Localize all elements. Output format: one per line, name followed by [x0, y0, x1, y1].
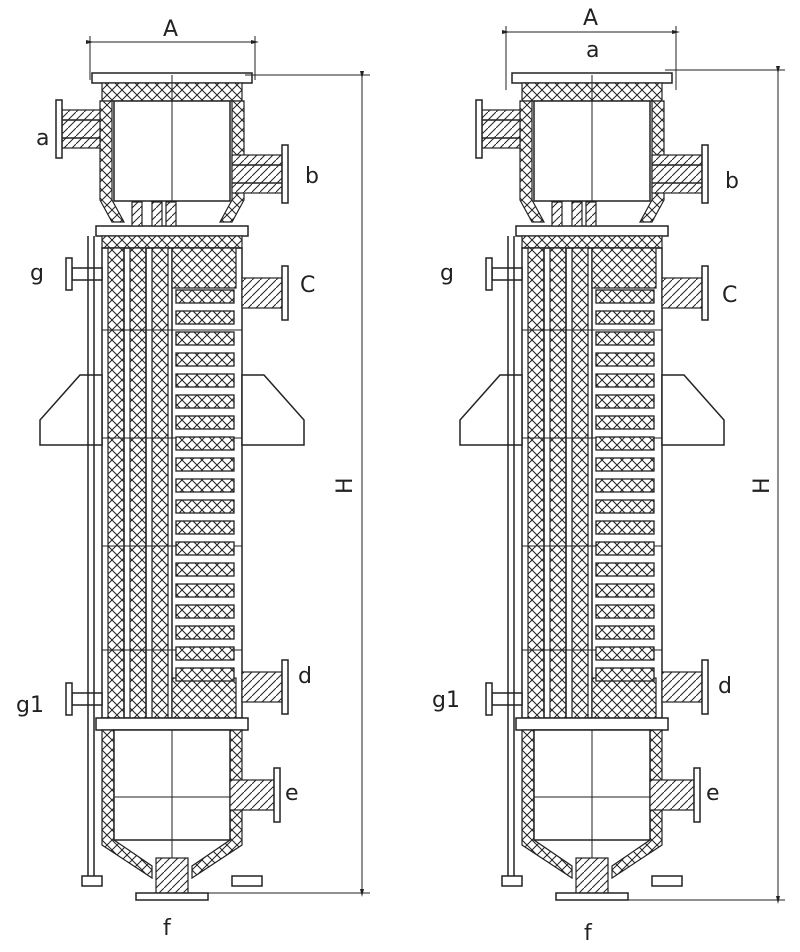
plate: [175, 310, 235, 325]
plate: [595, 373, 655, 388]
plate: [595, 352, 655, 367]
plate: [175, 331, 235, 346]
label-dim-height: H: [333, 477, 358, 494]
label-dim-width: A: [163, 17, 178, 42]
plate: [175, 562, 235, 577]
plate: [595, 604, 655, 619]
dimension-lines-left: [86, 36, 370, 897]
exchanger-right: [459, 72, 725, 901]
plate: [175, 604, 235, 619]
label-port-g: g: [440, 261, 454, 286]
plate: [595, 436, 655, 451]
plate: [595, 625, 655, 640]
plate-stack-right: [595, 289, 655, 682]
label-port-e: e: [706, 781, 720, 806]
plate: [175, 457, 235, 472]
plate: [595, 478, 655, 493]
plate: [175, 625, 235, 640]
label-port-c: C: [300, 273, 315, 298]
plate: [175, 436, 235, 451]
plate: [175, 646, 235, 661]
plate: [175, 499, 235, 514]
plate: [175, 478, 235, 493]
exchanger-left: [39, 72, 305, 901]
plate: [175, 289, 235, 304]
label-inlet-a: a: [36, 126, 49, 151]
plate: [595, 394, 655, 409]
plate: [595, 457, 655, 472]
plate: [595, 499, 655, 514]
plate: [595, 415, 655, 430]
label-outlet-b: b: [305, 164, 319, 189]
plate: [175, 667, 235, 682]
plate: [595, 310, 655, 325]
labels-right: A a b g C H d g1 e f: [432, 6, 775, 946]
plate: [175, 520, 235, 535]
plate: [595, 667, 655, 682]
plate-stack-left: [175, 289, 235, 682]
labels-left: A a b g C H d g1 e f: [16, 17, 358, 941]
plate: [595, 646, 655, 661]
label-port-c: C: [722, 283, 737, 308]
label-port-e: e: [285, 781, 299, 806]
label-dim-width: A: [583, 6, 598, 31]
plate: [595, 289, 655, 304]
plate: [175, 415, 235, 430]
plate: [595, 583, 655, 598]
plate: [175, 394, 235, 409]
plate: [595, 562, 655, 577]
plate: [175, 541, 235, 556]
label-inlet-a: a: [586, 38, 599, 63]
label-port-g1: g1: [432, 688, 460, 713]
plate: [175, 583, 235, 598]
label-outlet-b: b: [725, 169, 739, 194]
label-port-d: d: [718, 674, 732, 699]
label-port-g1: g1: [16, 693, 44, 718]
label-port-g: g: [30, 261, 44, 286]
label-port-d: d: [298, 664, 312, 689]
label-port-f: f: [584, 921, 593, 946]
plate: [595, 331, 655, 346]
plate: [175, 352, 235, 367]
dimension-lines-right: [502, 26, 785, 904]
label-dim-height: H: [750, 477, 775, 494]
plate: [595, 541, 655, 556]
label-port-f: f: [163, 916, 172, 941]
plate: [595, 520, 655, 535]
plate: [175, 373, 235, 388]
